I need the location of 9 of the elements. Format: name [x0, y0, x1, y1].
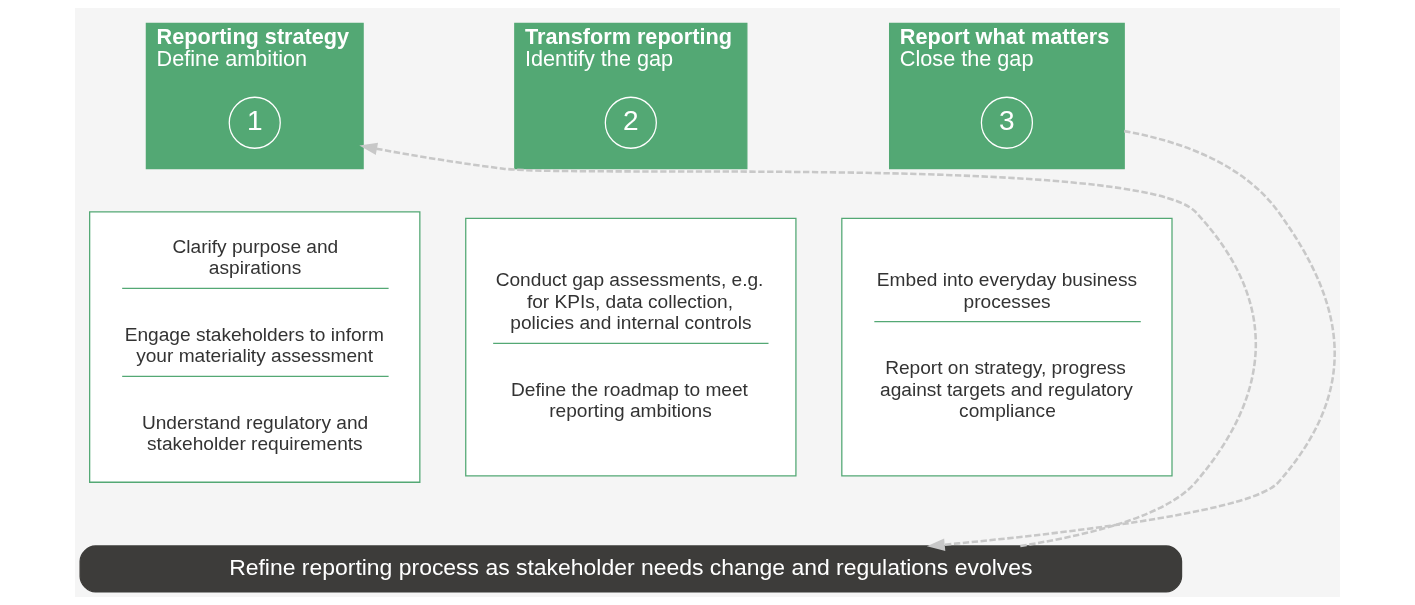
node-box: Embed into everyday business processes Report on strategy, progress against targets and regulatory compliance [841, 217, 1173, 477]
arrow [359, 142, 1257, 548]
node-box: Conduct gap assessments, e.g. for KPIs, data collection, policies and internal controls Define the roadmap to meet reporting ambitions [465, 217, 797, 477]
node-circle: 1 [228, 96, 281, 149]
node-box: Clarify purpose and aspirations Engage stakeholders to inform your materiality assessment Understand regulatory and stakeholder requirements [89, 211, 421, 483]
node-box: Refine reporting process as stakeholder needs change and regulations evolves [79, 545, 1183, 593]
arrow [926, 129, 1336, 551]
node-circle: 2 [604, 96, 657, 149]
node-circle: 3 [980, 96, 1034, 149]
